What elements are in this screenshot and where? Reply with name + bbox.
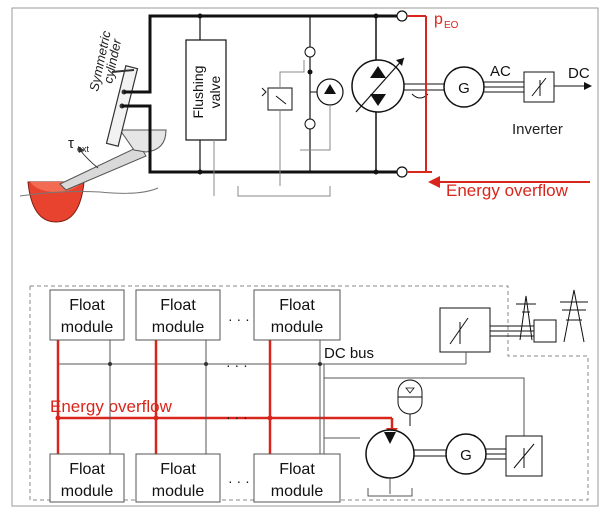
dc-to-inverter [324,377,525,436]
module-label-line1: Float [279,461,315,478]
float-module-top-1: Float module [49,289,125,341]
module-box [135,289,221,341]
grid-inverter-symbol [449,317,469,345]
check-valve-bottom [304,118,316,130]
module-label-line1: Float [160,297,196,314]
junction-dot [318,362,322,366]
module-box [253,289,341,341]
label-flushing: Flushing [190,66,206,119]
outer-border [11,7,599,507]
variable-arrowhead [396,58,404,66]
relief-line-top [279,60,305,88]
pylon-left [516,295,536,341]
water-surface [19,187,159,197]
module-box [253,453,341,503]
variable-arrow [355,57,405,113]
inverter-symbol [531,77,547,97]
transformer [533,319,557,343]
energy-overflow-label-top: Energy overflow [446,181,569,200]
motor-arrow-up [370,66,386,78]
module-label-line1: Float [160,461,196,478]
module-label-line1: Float [279,297,315,314]
module-box [135,453,221,503]
relief-arrow [275,95,287,105]
torque-arrowhead [78,146,84,153]
pressure-label-sub: EO [444,20,459,31]
float-module-top-2: Float module [135,289,221,341]
module-column-3 [267,340,322,454]
boost-drain [300,105,331,151]
module-label-line1: Float [69,297,105,314]
boost-pump-arrow [324,84,336,94]
junction-dot [204,362,208,366]
motor-arrow-down [370,94,386,106]
torque-arrow [79,149,99,169]
junction-dot [373,13,379,19]
pressure-port-bottom [396,166,408,178]
pylon-right [560,289,588,343]
inverter-label: Inverter [512,121,563,138]
ac-label: AC [490,63,511,80]
float-module-bottom-1: Float module [49,453,125,503]
cylinder-piston [111,69,135,73]
farm-tank [367,488,413,497]
flushing-valve-box [185,39,227,141]
label-tau: τ [68,135,74,152]
label-valve: valve [207,75,223,108]
module-label-line2: module [271,319,324,336]
hydraulic-line-upper [124,14,398,94]
farm-motor-arrow [384,432,396,444]
module-label-line2: module [61,483,114,500]
module-box [49,289,125,341]
relief-spring [261,87,267,97]
hydraulic-pto-diagram: Symmetric cylinder τ ext Flushing valve [19,10,592,223]
lever-arm [59,145,147,191]
dc-arrow [584,82,592,90]
overflow-arrowhead [428,176,440,188]
ellipsis-overflow: · · · [226,409,248,425]
hinge-mount [119,129,167,153]
accumulator-symbol [405,387,415,394]
ellipsis-top: · · · [228,311,250,327]
junction-dot [153,415,159,421]
pressure-port-top [396,10,408,22]
farm-layout-diagram: DC bus Energy overflow G [29,285,589,503]
module-label-line2: module [271,483,324,500]
farm-boundary [29,285,589,501]
module-label-line2: module [152,483,205,500]
module-label-line1: Float [69,461,105,478]
junction-dot [267,415,273,421]
module-label-line2: module [61,319,114,336]
junction-dot [197,13,203,19]
module-box [49,453,125,503]
dc-label: DC [568,65,590,82]
farm-generator-label: G [460,447,472,464]
hydraulic-line-lower [122,104,398,174]
label-tau-sub: ext [77,144,90,154]
junction-dot [197,169,203,175]
check-valve-top [304,46,316,58]
junction-dot [373,169,379,175]
junction-dot [108,362,112,366]
module-label-line2: module [152,319,205,336]
energy-overflow-label-bottom: Energy overflow [50,397,173,416]
float-module-bottom-2: Float module [135,453,221,503]
pressure-label: p [434,11,443,28]
float-module-top-3: Float module [253,289,341,341]
tank-symbol [237,186,331,197]
grid-inverter-box [439,307,491,353]
float-module-bottom-3: Float module [253,453,341,503]
module-column-1 [55,340,112,454]
generator-label: G [458,80,470,97]
ellipsis-middle: · · · [226,357,248,373]
ellipsis-bottom: · · · [228,473,250,489]
module-column-2 [153,340,208,454]
junction-dot [55,415,61,421]
junction-dot [307,69,313,75]
dc-bus-label: DC bus [324,345,374,362]
